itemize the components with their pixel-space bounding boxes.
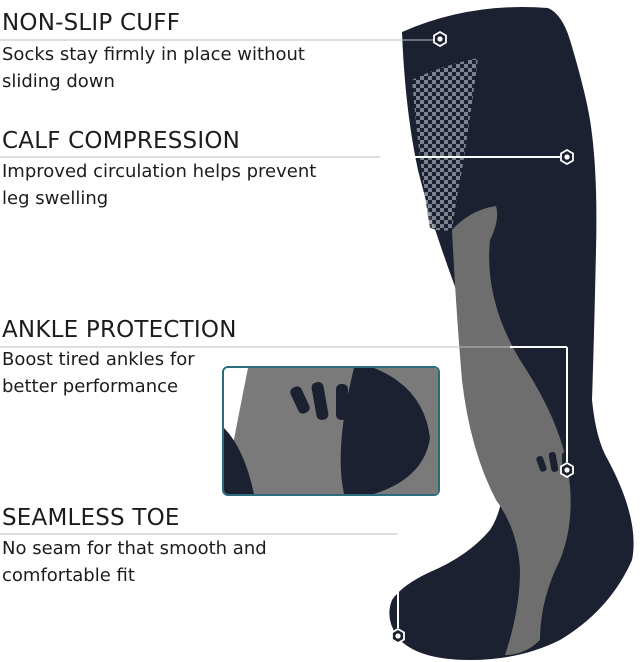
feature-description-seamless-toe: No seam for that smooth and comfortable … bbox=[2, 538, 267, 586]
hexagon-marker-ankle bbox=[560, 462, 574, 478]
sock-gray-panel bbox=[452, 206, 571, 655]
ankle-detail-inset bbox=[222, 366, 440, 496]
hexagon-marker-toe bbox=[391, 628, 405, 644]
feature-title-seamless-toe: SEAMLESS TOE bbox=[2, 505, 180, 531]
feature-title-ankle-protection: ANKLE PROTECTION bbox=[2, 317, 237, 343]
hexagon-marker-cuff bbox=[433, 31, 447, 47]
feature-title-non-slip-cuff: NON-SLIP CUFF bbox=[2, 10, 181, 36]
feature-description-calf-compression: Improved circulation helps prevent leg s… bbox=[2, 161, 317, 209]
feature-description-non-slip-cuff: Socks stay firmly in place without slidi… bbox=[2, 44, 305, 92]
hexagon-marker-calf bbox=[560, 149, 574, 165]
feature-title-calf-compression: CALF COMPRESSION bbox=[2, 128, 241, 154]
feature-description-ankle-protection: Boost tired ankles for better performanc… bbox=[2, 349, 195, 397]
